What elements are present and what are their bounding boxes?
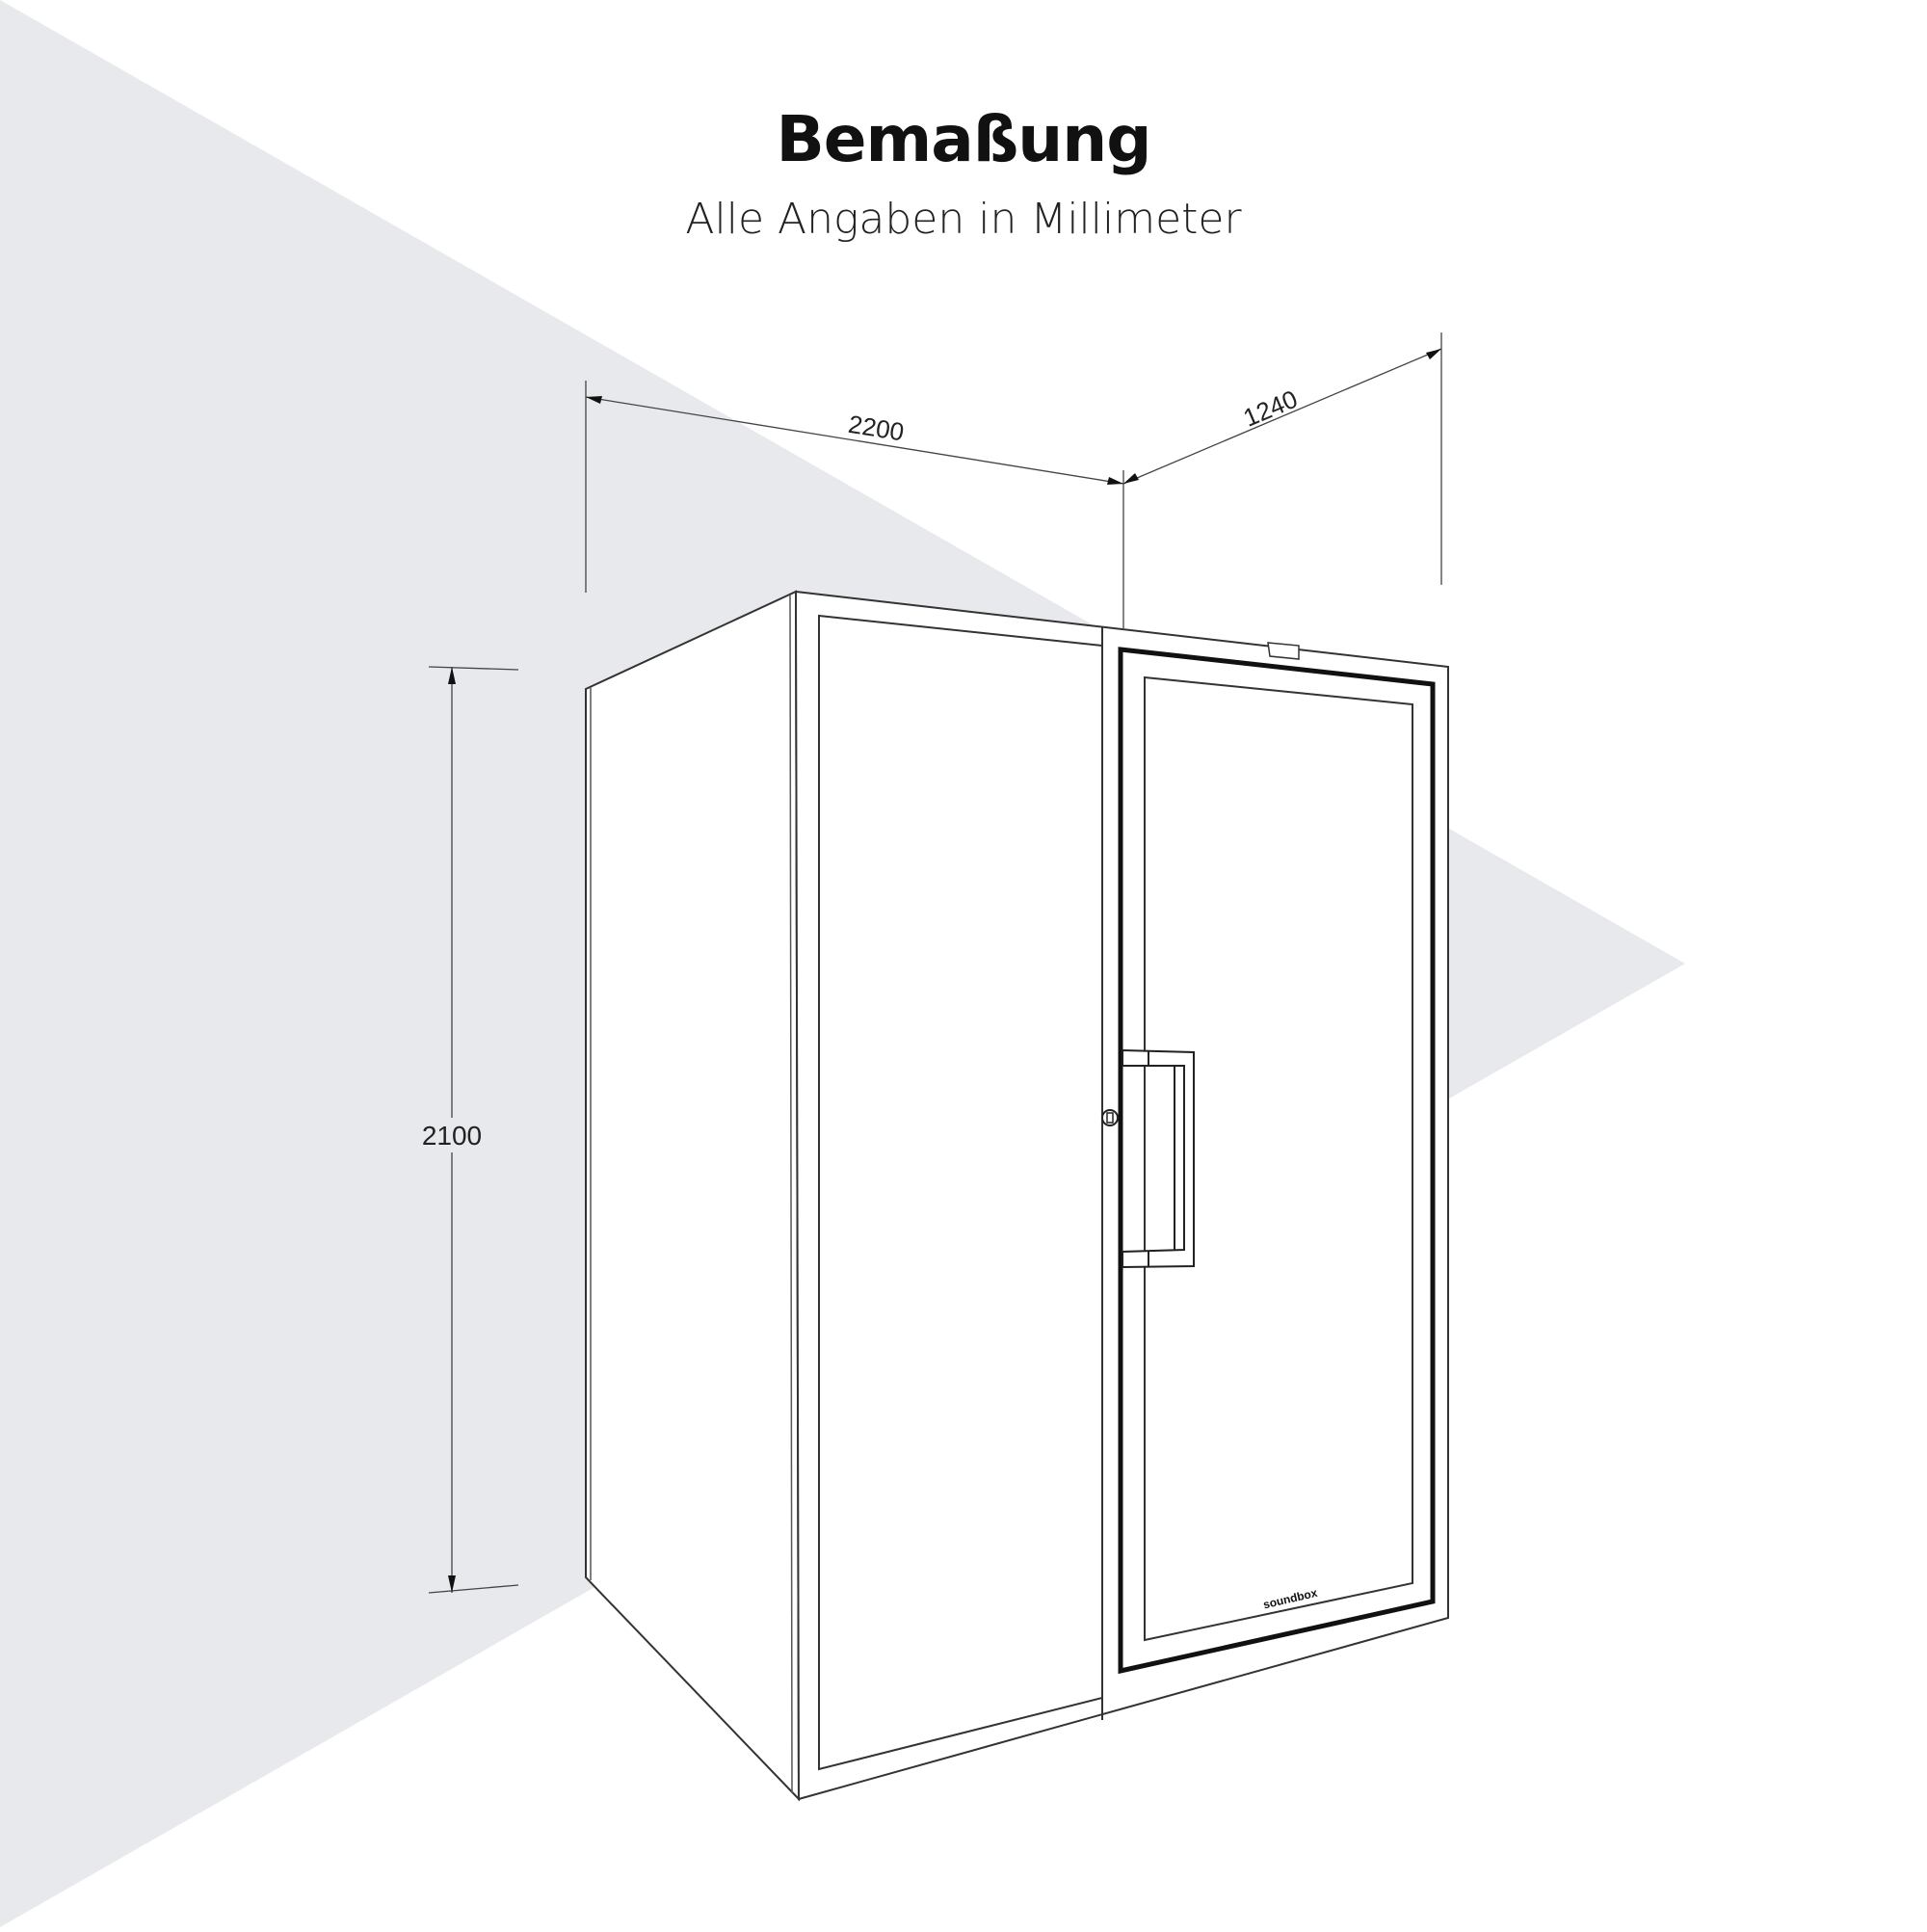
page-title: Bemaßung <box>776 102 1151 176</box>
door-sensor <box>1267 642 1300 660</box>
page-subtitle: Alle Angaben in Millimeter <box>685 195 1242 244</box>
door-frame <box>1118 647 1436 1675</box>
cabin-side-face <box>585 590 801 1802</box>
door-handle <box>1122 1048 1195 1269</box>
lock-icon <box>1101 1109 1119 1126</box>
dimension-lines <box>428 332 1442 1594</box>
dimension-depth-label: 1240 <box>1239 384 1302 433</box>
dimension-height-label: 2100 <box>422 1121 482 1151</box>
door-glass <box>1144 675 1413 1642</box>
